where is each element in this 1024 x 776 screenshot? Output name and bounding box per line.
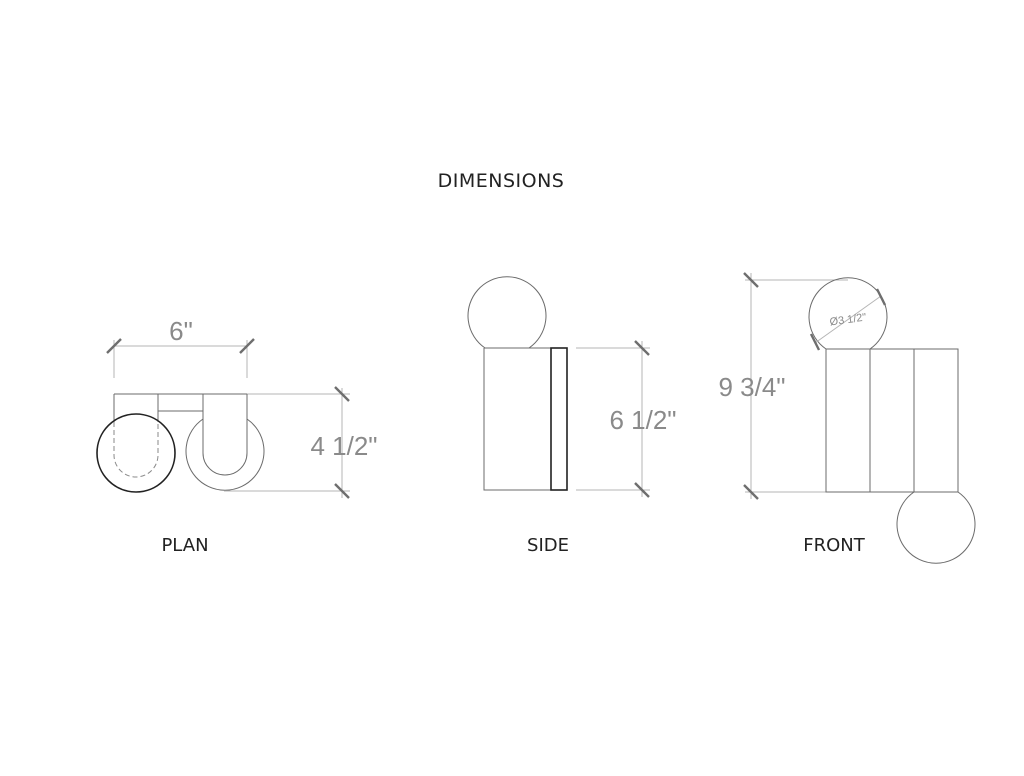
front-view: 9 3/4" Ø3 1/2" FRONT xyxy=(718,272,976,564)
plan-right-globe xyxy=(185,394,265,491)
plan-depth-value: 4 1/2" xyxy=(310,431,377,461)
side-view: 6 1/2" SIDE xyxy=(467,276,677,556)
front-body xyxy=(825,348,959,493)
front-height-dimension: 9 3/4" xyxy=(718,272,848,500)
page-title: DIMENSIONS xyxy=(438,170,565,192)
plan-label: PLAN xyxy=(161,535,208,556)
plan-left-bracket xyxy=(113,394,159,478)
front-label: FRONT xyxy=(803,535,865,556)
front-top-globe: Ø3 1/2" xyxy=(808,277,888,351)
plan-left-globe xyxy=(96,413,176,493)
side-height-dimension: 6 1/2" xyxy=(576,340,677,498)
side-body xyxy=(483,347,551,491)
plan-view: 6" 4 1/2" PLAN xyxy=(96,316,378,556)
front-height-value: 9 3/4" xyxy=(718,372,785,402)
side-wall-plate xyxy=(550,347,568,491)
plan-width-value: 6" xyxy=(169,316,193,346)
plan-width-dimension: 6" xyxy=(106,316,255,378)
front-globe-diameter-value: Ø3 1/2" xyxy=(829,311,867,328)
side-globe xyxy=(467,276,547,349)
side-height-value: 6 1/2" xyxy=(609,405,676,435)
front-bottom-globe xyxy=(896,491,976,564)
side-label: SIDE xyxy=(527,535,569,556)
plan-depth-dimension: 4 1/2" xyxy=(224,386,378,499)
